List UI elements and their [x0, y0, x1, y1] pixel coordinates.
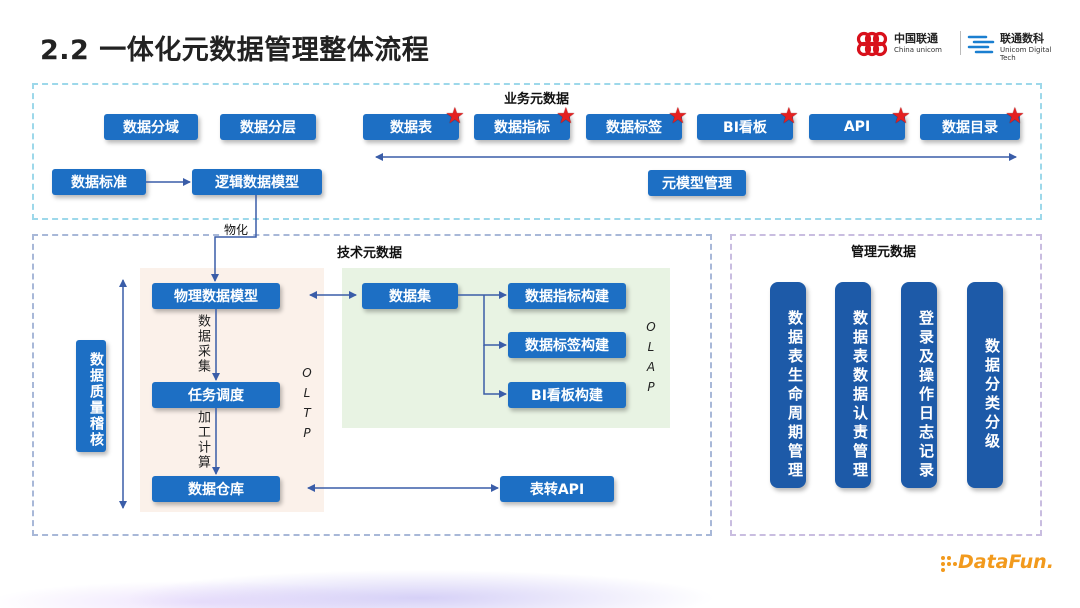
unicom-knot-icon	[856, 31, 888, 57]
logo1-cn: 中国联通	[894, 32, 938, 45]
technical-metadata-title: 技术元数据	[337, 246, 403, 261]
data-layer-box: 数据分层	[220, 114, 316, 140]
item-data-tag: 数据标签	[586, 114, 682, 140]
item-data-table: 数据表	[363, 114, 459, 140]
dataset-box: 数据集	[362, 283, 458, 309]
management-metadata-title: 管理元数据	[851, 245, 917, 260]
quality-audit-box: 数据质量稽核	[76, 340, 106, 452]
meta-model-box: 元模型管理	[648, 170, 746, 196]
data-domain-box: 数据分域	[104, 114, 198, 140]
logo2-en: Unicom Digital Tech	[1000, 46, 1052, 62]
item-data-catalog: 数据目录	[920, 114, 1020, 140]
mgmt-lifecycle-box: 数据表生命周期管理	[770, 282, 806, 488]
logo-divider	[960, 31, 961, 55]
item-data-metric: 数据指标	[474, 114, 570, 140]
star-icon: ★	[1005, 104, 1025, 129]
star-icon: ★	[445, 104, 465, 129]
bi-build-box: BI看板构建	[508, 382, 626, 408]
business-metadata-frame	[32, 83, 1042, 220]
mgmt-responsibility-box: 数据表数据认责管理	[835, 282, 871, 488]
digital-tech-icon	[967, 35, 995, 54]
star-icon: ★	[556, 104, 576, 129]
logo2-cn: 联通数科	[1000, 32, 1044, 45]
unicom-digital-logo: 联通数科 Unicom Digital Tech	[966, 29, 1066, 62]
olap-label: OLAP	[644, 320, 658, 400]
mgmt-classification-box: 数据分类分级	[967, 282, 1003, 488]
technical-metadata-frame	[32, 234, 712, 536]
business-metadata-title: 业务元数据	[504, 92, 570, 107]
mgmt-log-box: 登录及操作日志记录	[901, 282, 937, 488]
star-icon: ★	[779, 104, 799, 129]
data-standard-box: 数据标准	[52, 169, 146, 195]
item-api: API	[809, 114, 905, 140]
tag-build-box: 数据标签构建	[508, 332, 626, 358]
logic-model-box: 逻辑数据模型	[192, 169, 322, 195]
logo1-en: China unicom	[894, 46, 942, 54]
footer-gradient	[0, 540, 1080, 608]
table-api-box: 表转API	[500, 476, 614, 502]
china-unicom-logo: 中国联通 China unicom	[854, 29, 954, 59]
task-schedule-box: 任务调度	[152, 382, 280, 408]
datafun-text: DataFun.	[958, 551, 1054, 573]
physical-model-box: 物理数据模型	[152, 283, 280, 309]
management-metadata-frame	[730, 234, 1042, 536]
materialize-label: 物化	[222, 221, 251, 238]
compute-label: 加工计算	[195, 410, 210, 470]
star-icon: ★	[891, 104, 911, 129]
item-bi-board: BI看板	[697, 114, 793, 140]
datafun-logo: DataFun.	[940, 551, 1054, 577]
metric-build-box: 数据指标构建	[508, 283, 626, 309]
oltp-label: OLTP	[300, 366, 314, 446]
data-warehouse-box: 数据仓库	[152, 476, 280, 502]
star-icon: ★	[668, 104, 688, 129]
datafun-dots-icon	[941, 556, 957, 572]
data-collect-label: 数据采集	[195, 314, 210, 374]
page-title: 2.2 一体化元数据管理整体流程	[40, 35, 430, 66]
